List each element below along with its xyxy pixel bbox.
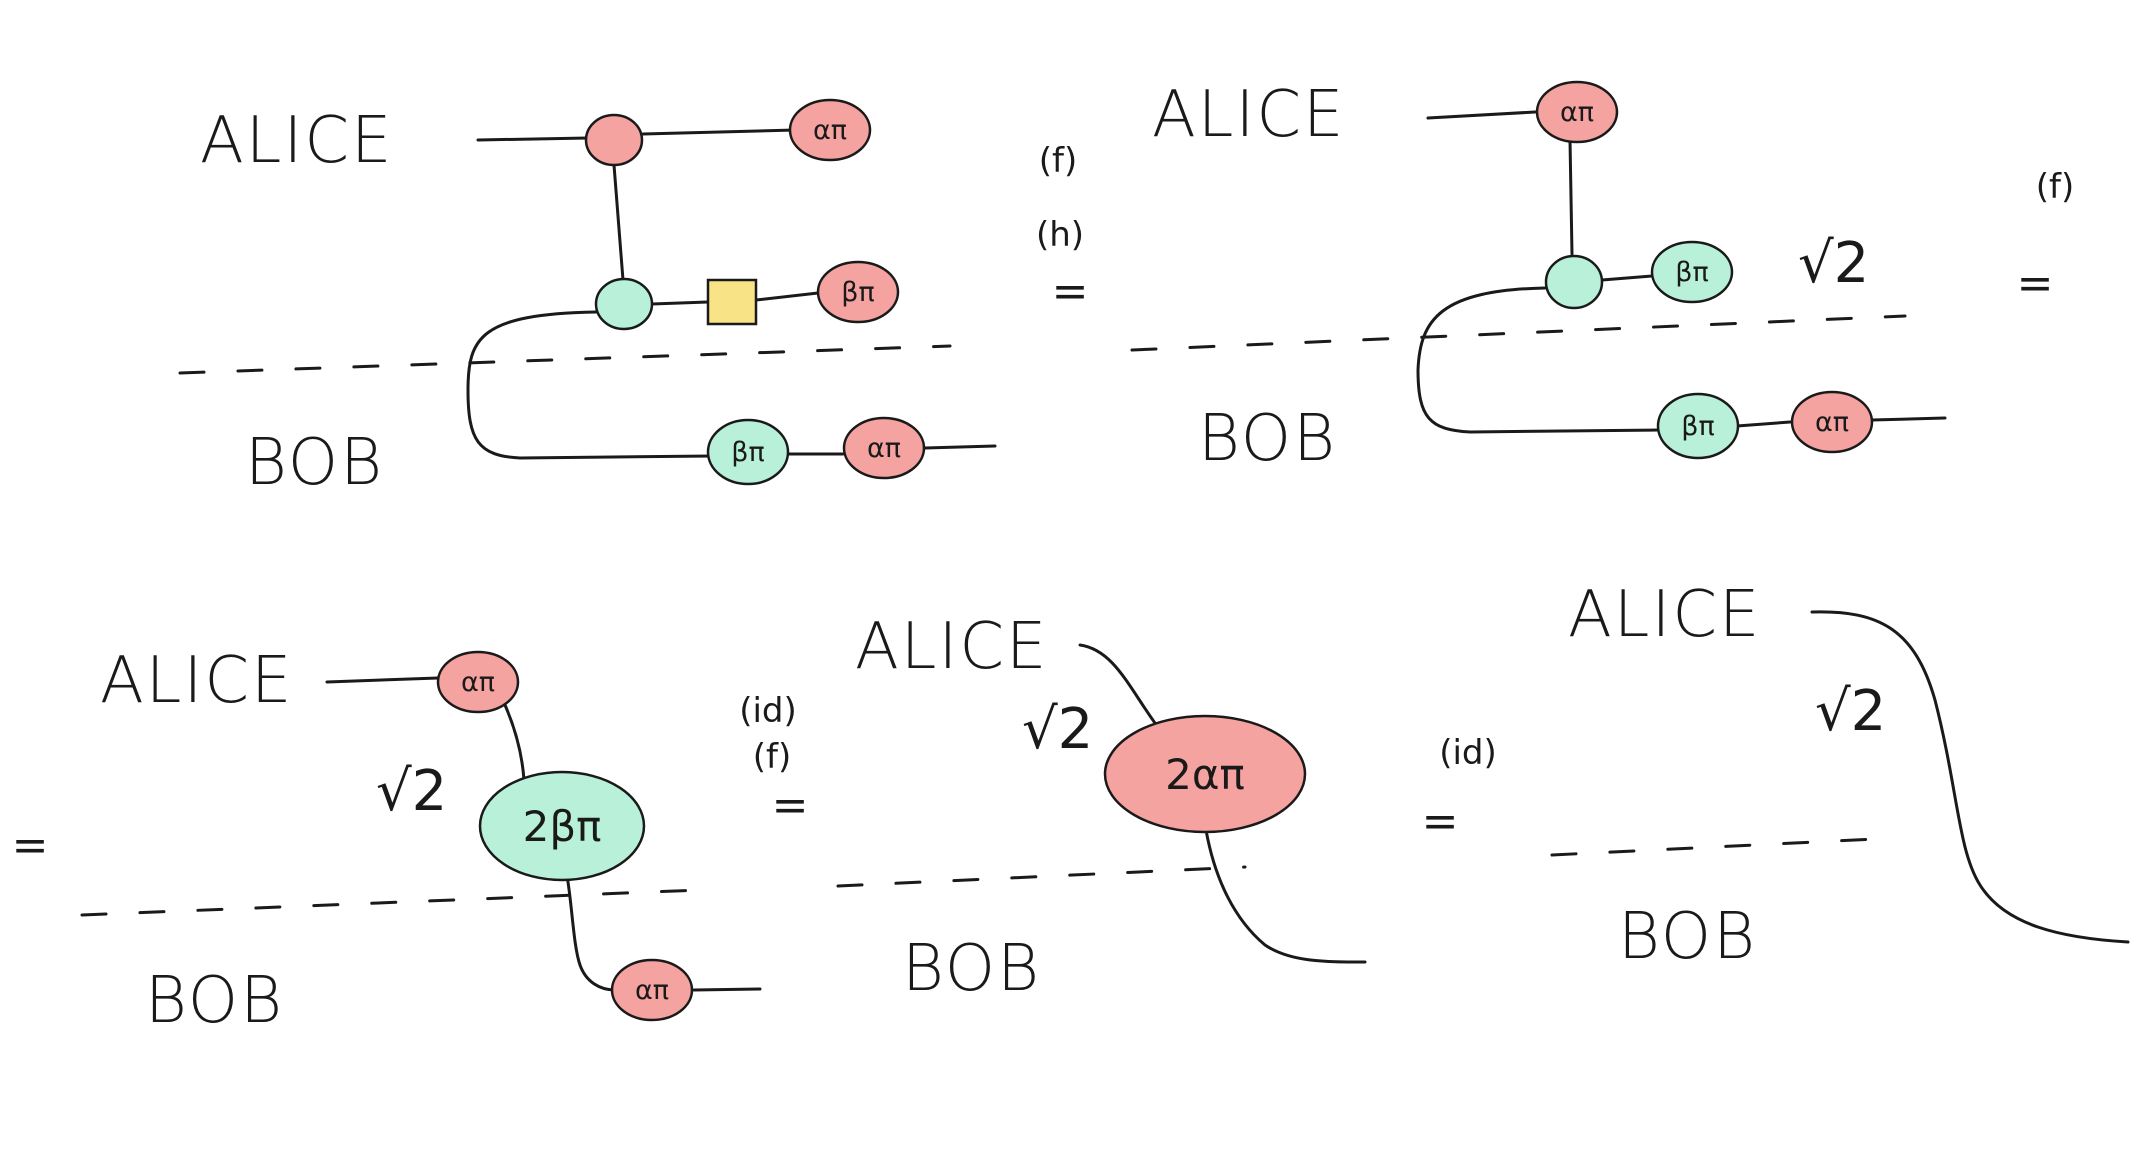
spider-label: βπ [1681, 411, 1715, 442]
sqrt-two-scalar: √2 [1022, 697, 1093, 762]
bob-label: BOB [902, 932, 1041, 1006]
spider-label: απ [635, 975, 669, 1006]
red-spider-alpha-pi [1790, 390, 1874, 454]
sqrt-two-scalar: √2 [376, 759, 447, 824]
bob-output-wire [692, 987, 762, 992]
spider-label: απ [813, 115, 847, 146]
equality-2: (f) = [2017, 167, 2075, 309]
red-spider-alpha-pi [610, 958, 694, 1022]
red-spider-alpha-pi [788, 98, 872, 162]
spider-label: βπ [841, 277, 875, 308]
equality-1: (f) (h) = [1036, 141, 1088, 317]
wire [650, 300, 710, 306]
equality-4: (id) (f) = [739, 691, 808, 831]
equality-5: (id) = [1422, 733, 1497, 847]
identity-wire [1810, 610, 2130, 944]
red-spider [584, 113, 644, 167]
diagram-2: ALICE BOB √2 απ βπ βπ απ [1130, 78, 1947, 476]
bob-label: BOB [1198, 402, 1337, 476]
alice-label: ALICE [1152, 78, 1345, 152]
spider-label: απ [461, 667, 495, 698]
alice-label: ALICE [100, 644, 293, 718]
red-spider-alpha-pi [436, 650, 520, 714]
red-spider-beta-pi [816, 260, 900, 324]
alice-input-wire [1078, 643, 1162, 732]
bob-output-wire [1870, 416, 1947, 422]
equals-sign: = [1052, 266, 1089, 317]
alice-input-wire [1426, 110, 1537, 120]
diagram-5: ALICE BOB √2 [1550, 578, 2130, 974]
equals-sign: = [12, 820, 49, 871]
sqrt-two-scalar: √2 [1798, 231, 1869, 296]
party-divider [1550, 836, 1897, 857]
red-spider-alpha-pi [1535, 80, 1619, 144]
red-spider-alpha-pi [842, 416, 926, 480]
rule-label-id: (id) [739, 691, 797, 731]
wire [1735, 420, 1792, 428]
party-divider [836, 865, 1247, 888]
bob-output-wire [923, 444, 997, 450]
spider-label: απ [1815, 407, 1849, 438]
spider-label: βπ [731, 437, 765, 468]
alice-input-wire [476, 136, 590, 142]
hadamard-box [706, 278, 758, 326]
cup-wire [466, 310, 714, 460]
spider-label: 2βπ [523, 802, 602, 851]
equals-sign: = [1422, 796, 1459, 847]
bob-label: BOB [1618, 900, 1757, 974]
green-spider-beta-pi [1656, 392, 1740, 460]
spider-label: απ [1560, 97, 1594, 128]
spider-label: 2απ [1165, 750, 1245, 799]
wire [641, 128, 797, 136]
green-spider-beta-pi [1650, 240, 1734, 304]
party-divider [1130, 314, 1907, 352]
equality-3: = [12, 820, 49, 871]
wire [503, 703, 526, 782]
spider-label: απ [867, 433, 901, 464]
equals-sign: = [772, 780, 809, 831]
green-spider-beta-pi [706, 418, 790, 486]
bob-label: BOB [245, 426, 384, 500]
alice-input-wire [325, 676, 440, 684]
bob-label: BOB [145, 964, 284, 1038]
rule-label-id: (id) [1439, 733, 1497, 773]
wire [754, 291, 820, 302]
rule-label-f: (f) [2036, 167, 2075, 207]
rule-label-f: (f) [753, 737, 792, 777]
green-spider-two-beta-pi [478, 770, 646, 882]
sqrt-two-scalar: √2 [1815, 679, 1886, 744]
party-divider [80, 888, 702, 917]
wire [564, 868, 617, 992]
alice-label: ALICE [1568, 578, 1761, 652]
rule-label-h: (h) [1036, 215, 1084, 255]
wire [1568, 138, 1574, 256]
cup-wire [1416, 286, 1660, 434]
wire [612, 163, 625, 282]
diagram-1: ALICE BOB απ βπ βπ απ [178, 98, 997, 500]
alice-label: ALICE [200, 104, 393, 178]
bob-output-wire [1204, 828, 1367, 964]
rule-label-f: (f) [1039, 141, 1078, 181]
diagram-3: ALICE BOB √2 απ 2βπ απ [80, 644, 762, 1038]
green-spider [1544, 254, 1604, 310]
spider-label: βπ [1675, 257, 1709, 288]
green-spider [594, 277, 654, 331]
diagram-4: ALICE BOB √2 2απ [836, 610, 1367, 1006]
wire [1600, 274, 1654, 282]
red-spider-two-alpha-pi [1103, 714, 1307, 834]
equals-sign: = [2017, 258, 2054, 309]
party-divider [178, 344, 952, 375]
alice-label: ALICE [855, 610, 1048, 684]
